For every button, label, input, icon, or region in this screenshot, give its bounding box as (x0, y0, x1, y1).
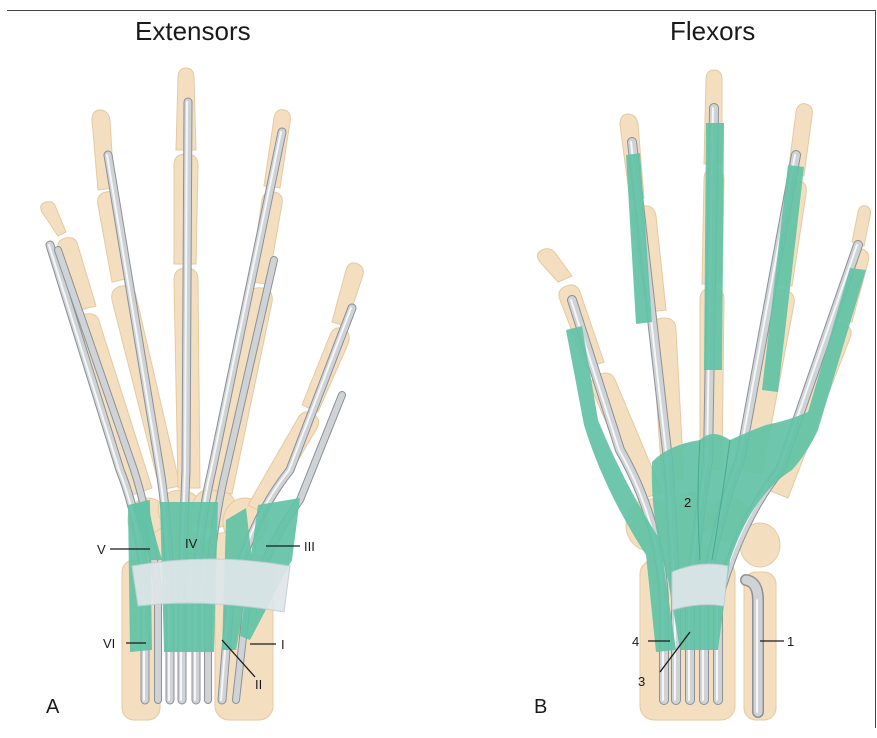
panel-a-letter: A (46, 696, 60, 718)
extensor-retinaculum (132, 559, 290, 612)
label-3: 3 (638, 674, 645, 689)
label-v: V (97, 542, 106, 557)
panel-a-extensors: V IV III VI I II Extensors A (41, 16, 364, 720)
flexor-retinaculum (672, 564, 728, 610)
label-2: 2 (684, 495, 691, 510)
panel-a-title: Extensors (135, 16, 251, 46)
label-ii: II (255, 677, 262, 692)
label-1: 1 (787, 634, 794, 649)
panel-b-flexors: 2 4 3 1 Flexors B (534, 16, 871, 720)
panel-b-title: Flexors (670, 16, 755, 46)
label-4: 4 (632, 634, 639, 649)
label-vi: VI (103, 636, 115, 651)
label-i: I (281, 637, 285, 652)
panel-b-letter: B (534, 696, 547, 718)
label-iv: IV (185, 536, 198, 551)
sheath-middle-digital (704, 123, 724, 370)
label-iii: III (304, 539, 315, 554)
